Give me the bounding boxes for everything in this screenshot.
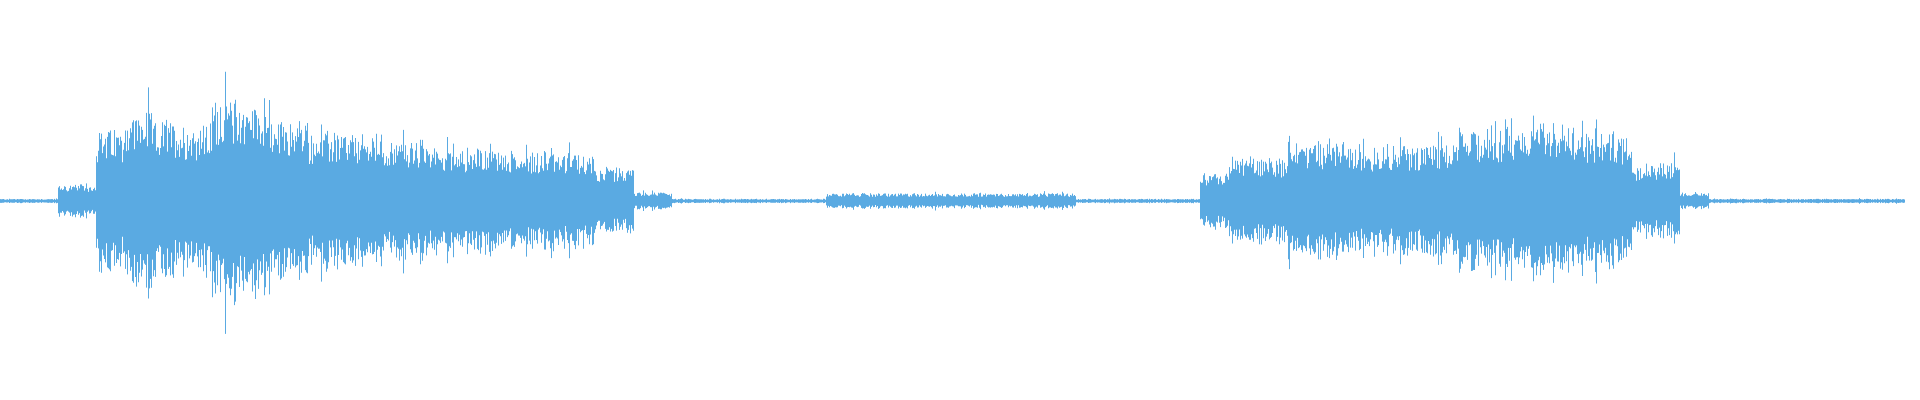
- audio-waveform: [0, 71, 1905, 334]
- waveform-panel: [0, 71, 1905, 334]
